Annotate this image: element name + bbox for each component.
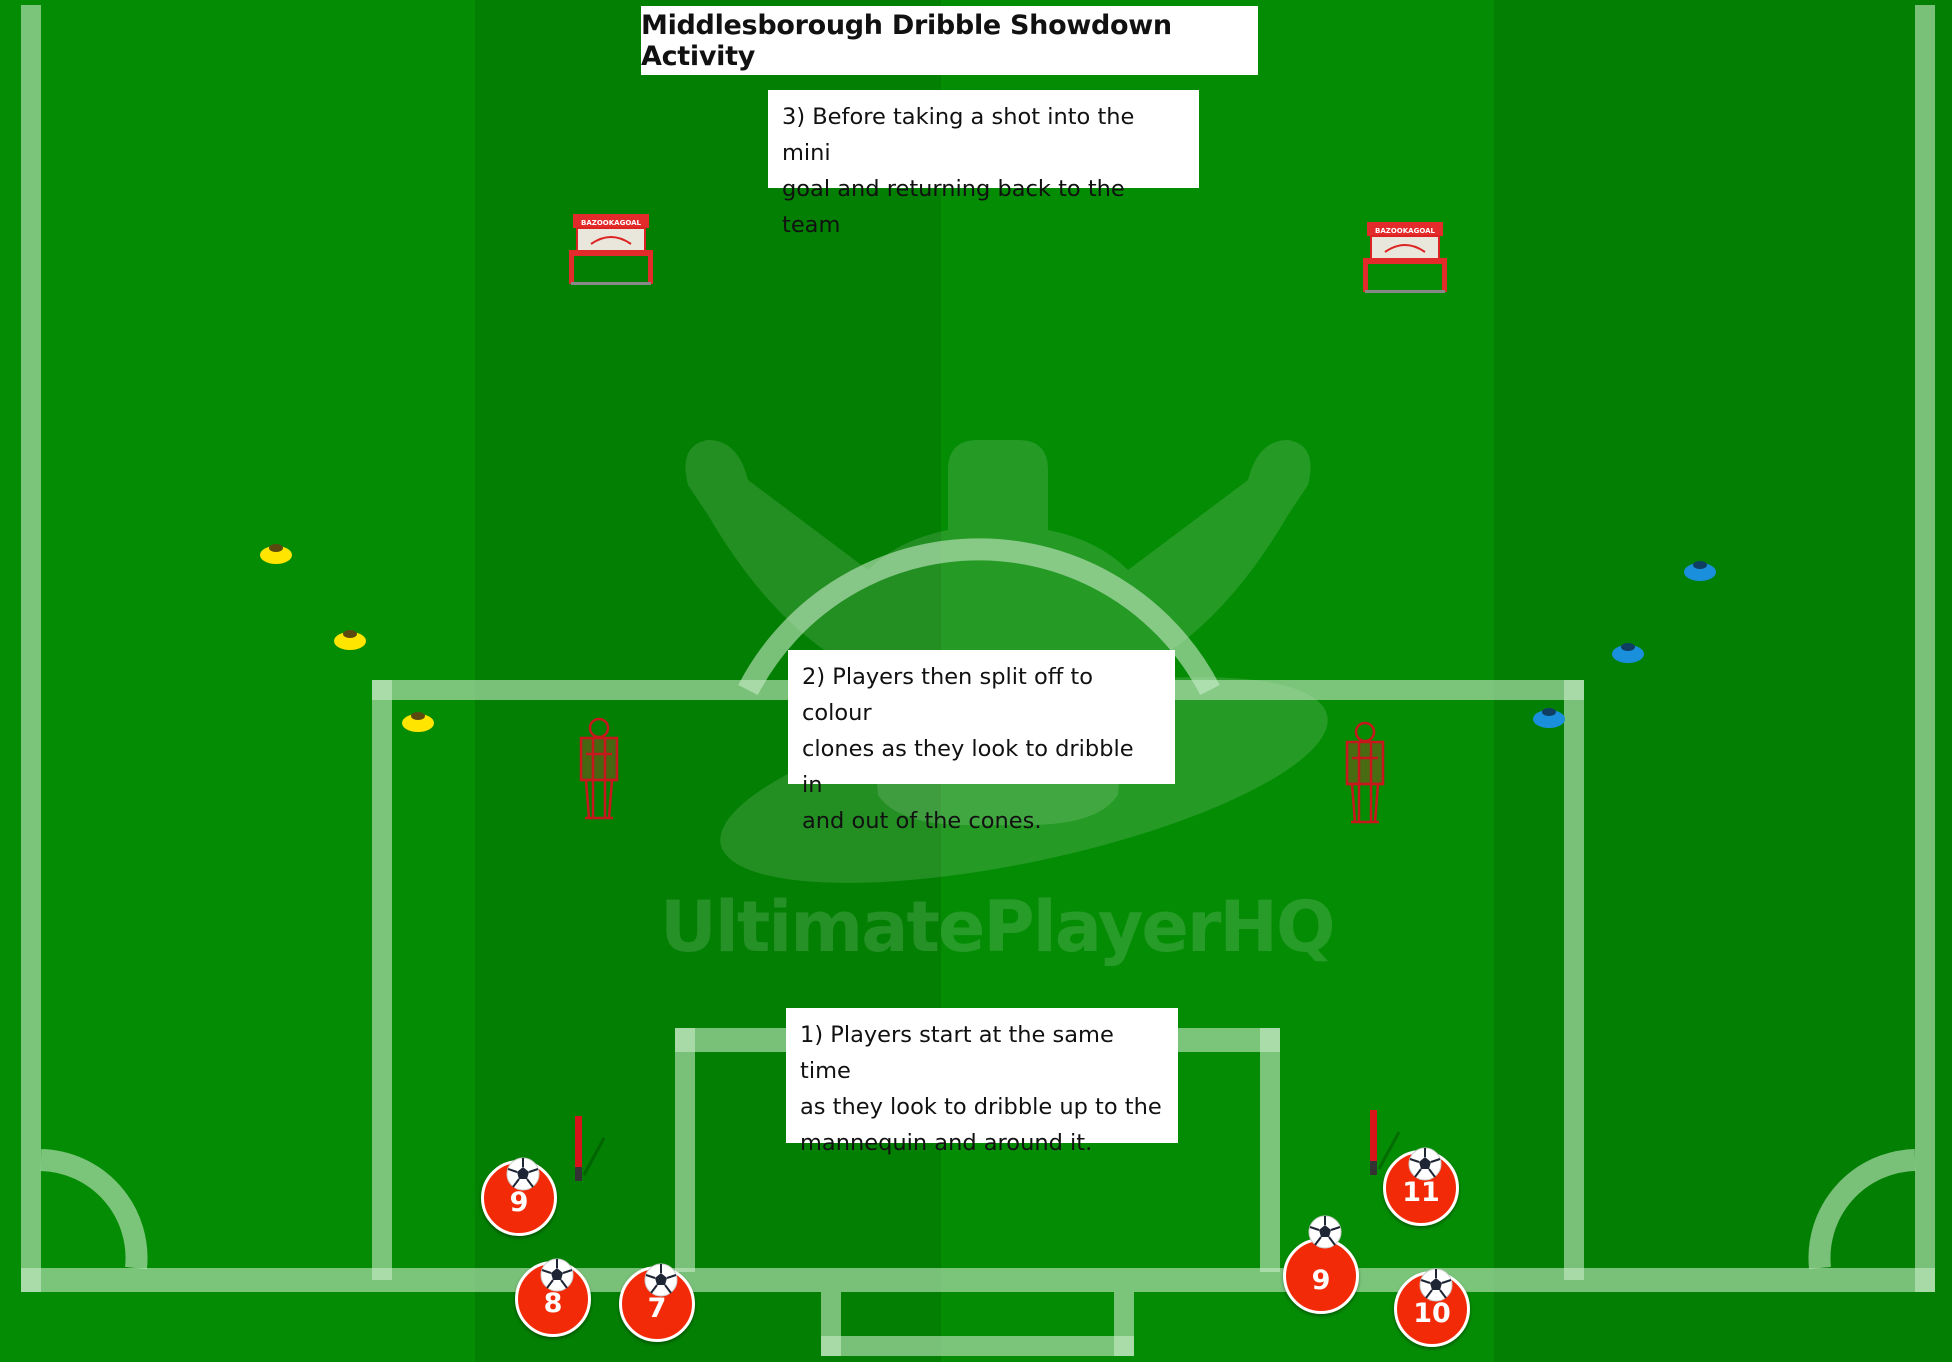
player-token[interactable]: 10 [1394, 1268, 1470, 1347]
blue-cone-icon [1533, 708, 1565, 728]
pole-left-icon [575, 1116, 606, 1181]
mannequin-right-icon [1345, 721, 1385, 824]
instruction-step-2: 2) Players then split off to colour clon… [788, 650, 1175, 834]
pole-right-icon [1370, 1110, 1401, 1175]
football-icon [1408, 1147, 1442, 1181]
watermark-text: UltimatePlayerHQ [660, 886, 1336, 968]
mannequin-left-icon [579, 717, 619, 820]
football-icon [1419, 1268, 1453, 1302]
football-icon [1308, 1215, 1342, 1249]
left-touchline [21, 5, 41, 1292]
player-number: 11 [1402, 1177, 1440, 1208]
blue-cone-icon [1612, 643, 1644, 663]
football-icon [506, 1157, 540, 1191]
corner-arc-right [1808, 1149, 1916, 1270]
penalty-box-left [372, 680, 392, 1280]
six-yard-box-right [1260, 1028, 1280, 1272]
goal-back [821, 1336, 1134, 1356]
page-title: Middlesborough Dribble Showdown Activity [641, 6, 1258, 75]
player-number: 7 [647, 1293, 667, 1324]
player-number: 10 [1413, 1298, 1451, 1329]
player-token[interactable]: 9 [481, 1157, 557, 1236]
yellow-cone-icon [334, 630, 366, 650]
yellow-cone-icon [260, 544, 292, 564]
yellow-cone-icon [402, 712, 434, 732]
player-token[interactable]: 11 [1383, 1147, 1459, 1226]
instruction-step-1: 1) Players start at the same time as the… [786, 1008, 1178, 1156]
right-touchline [1915, 5, 1935, 1292]
player-token[interactable]: 8 [515, 1258, 591, 1337]
player-token[interactable]: 9 [1283, 1215, 1359, 1314]
blue-cone-icon [1684, 561, 1716, 581]
penalty-arc [738, 538, 1220, 696]
penalty-box-right [1564, 680, 1584, 1280]
instruction-step-3: 3) Before taking a shot into the mini go… [768, 90, 1199, 238]
corner-arc-left [40, 1149, 148, 1270]
player-number: 9 [1311, 1265, 1331, 1296]
football-icon [644, 1263, 678, 1297]
goal-line [21, 1268, 1935, 1292]
player-number: 9 [509, 1187, 529, 1218]
player-token[interactable]: 7 [619, 1263, 695, 1342]
player-number: 8 [543, 1288, 563, 1319]
six-yard-box-left [675, 1028, 695, 1272]
football-icon [540, 1258, 574, 1292]
